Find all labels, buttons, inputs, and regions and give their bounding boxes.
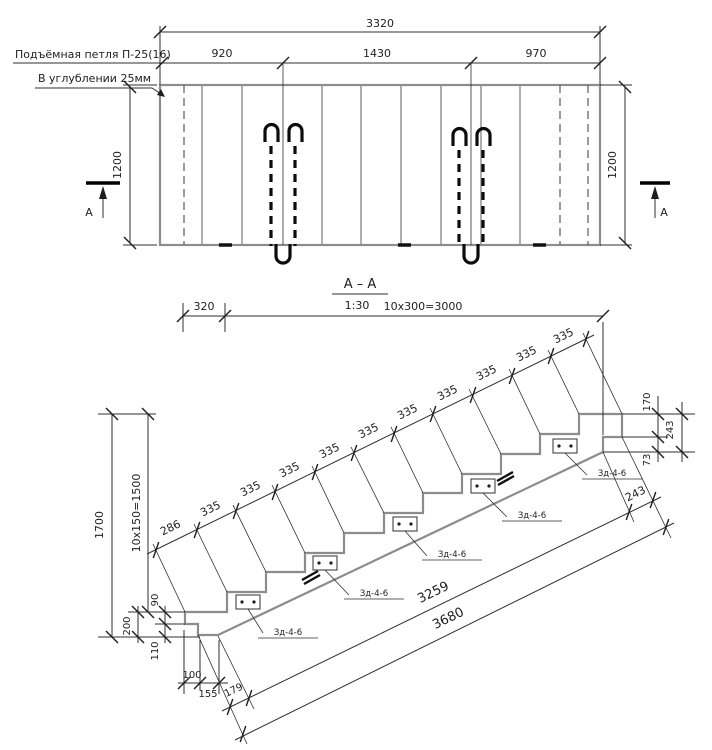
dim-label-320: 320 [194,300,215,313]
dim-label-1700: 1700 [93,511,106,539]
section-title: А – А 1:30 [332,277,388,312]
embedded-plate-4: Зд-4-6 [470,470,562,522]
dim-label-335-10: 335 [551,325,576,346]
lifting-loop-left [263,122,304,265]
note-recess: В углублении 25мм [38,72,151,85]
note-lifting-loop: Подъёмная петля П-25(16) [15,48,171,61]
dim-label-970: 970 [526,47,547,60]
dim-label-10x150: 10x150=1500 [130,474,143,553]
section-dim-heights: 1700 10x150=1500 [93,407,200,644]
plan-slab-outline [158,83,602,247]
dim-label-335-9: 335 [514,343,539,364]
anchor-mark-2 [496,470,515,487]
dim-label-155: 155 [198,689,217,700]
section-dim-incline: 286 335 335 335 335 335 335 335 335 335 … [146,325,623,613]
section-dim-foot-horizontal: 100 155 [177,630,228,700]
section-mark-right: А [640,181,670,219]
dim-label-200: 200 [122,616,133,635]
anchor-mark-1 [301,569,321,586]
embedded-plate-5: Зд-4-6 [552,438,642,480]
plan-dim-3320: 3320 [153,17,607,85]
plan-dim-1200-right: 1200 [600,80,632,250]
plan-notes: Подъёмная петля П-25(16) В углублении 25… [15,48,171,97]
plate-label-5: Зд-4-6 [598,469,626,479]
dim-label-920: 920 [212,47,233,60]
lifting-loop-right [451,126,492,265]
section-title-label: А – А [344,277,377,292]
dim-label-335-6: 335 [395,401,420,422]
dim-label-1200-left: 1200 [111,151,124,179]
section-mark-right-label: А [660,206,668,219]
plate-label-3: Зд-4-6 [438,550,466,560]
plan-loop-centerlines [282,63,472,245]
dim-label-10x300: 10x300=3000 [384,300,463,313]
dim-label-243: 243 [665,420,676,439]
section-dim-length: 179 3259 243 3680 [197,436,675,745]
embedded-plate-3: Зд-4-6 [392,516,482,561]
stair-profile [183,412,624,637]
section-dim-top-end: 170 73 243 [603,392,695,466]
note-arrowhead [157,89,165,97]
dim-label-286: 286 [158,517,183,538]
dim-label-100: 100 [182,670,201,681]
dim-label-3259: 3259 [415,579,451,607]
dim-label-73: 73 [642,454,653,467]
dim-label-335-8: 335 [474,362,499,383]
section-arrow-right [651,186,659,199]
dim-label-170: 170 [642,392,653,411]
dim-label-1200-right: 1200 [606,151,619,179]
section-mark-left-label: А [85,206,93,219]
dim-label-335-1: 335 [198,498,223,519]
embedded-plates: Зд-4-6 Зд-4-6 Зд-4-6 Зд-4-6 [235,438,642,639]
section-mark-left: А [85,181,120,219]
dim-label-335-7: 335 [435,382,460,403]
plate-label-2: Зд-4-6 [360,589,388,599]
embedded-plate-2: Зд-4-6 [301,555,404,600]
plan-dim-segments: 920 1430 970 [13,47,607,70]
dim-label-110: 110 [150,641,161,660]
dim-label-3320: 3320 [366,17,394,30]
section-scale-label: 1:30 [345,299,370,312]
plate-label-4: Зд-4-6 [518,511,546,521]
dim-label-1430: 1430 [363,47,391,60]
dim-label-243-slope: 243 [623,483,648,504]
plan-hidden-lines [183,85,589,245]
section-arrow-left [99,186,107,199]
dim-label-335-3: 335 [277,459,302,480]
section-dim-foot-vertical: 90 110 200 [122,594,198,661]
dim-label-335-4: 335 [317,440,342,461]
section-dim-treads: 320 10x300=3000 [176,300,610,435]
plate-label-1: Зд-4-6 [274,628,302,638]
plan-view: 3320 920 1430 970 Подъёмная петля П-25(1… [13,17,670,265]
plan-step-lines [201,85,521,245]
embedded-plate-1: Зд-4-6 [235,594,318,639]
section-view: 320 10x300=3000 1700 10x150=1500 [93,300,695,745]
dim-label-90: 90 [150,594,161,607]
dim-label-335-2: 335 [238,478,263,499]
plan-dim-1200-left: 1200 [111,80,157,250]
dim-label-335-5: 335 [356,420,381,441]
